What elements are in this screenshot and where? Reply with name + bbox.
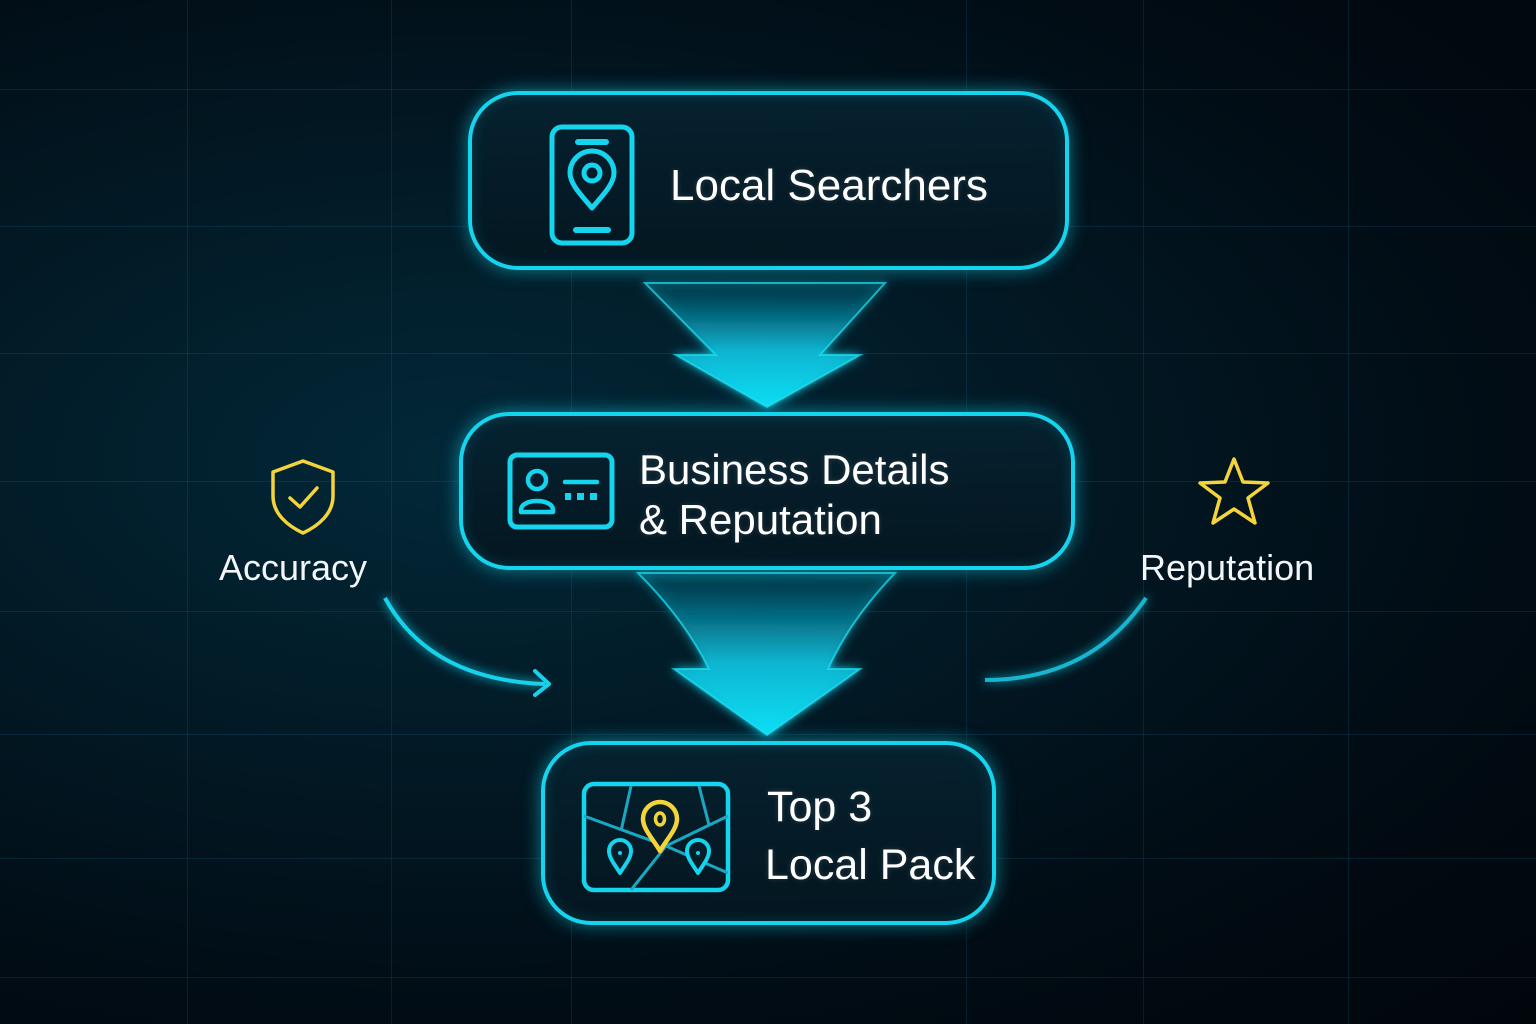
node-business-details: Business Details & Reputation xyxy=(459,412,1075,570)
factor-label: Reputation xyxy=(1140,547,1315,588)
node-label-line2: Local Pack xyxy=(765,841,976,889)
factor-label: Accuracy xyxy=(219,547,368,588)
node-label-line1: Business Details xyxy=(639,446,950,493)
shield-check-icon xyxy=(271,459,335,535)
node-local-searchers: Local Searchers xyxy=(468,91,1069,270)
star-icon xyxy=(1198,457,1270,525)
node-label: Local Searchers xyxy=(670,161,988,210)
node-label-line1: Top 3 xyxy=(767,783,873,831)
map-pins-icon xyxy=(581,781,731,893)
smartphone-location-icon xyxy=(549,124,635,246)
id-card-icon xyxy=(507,452,615,530)
node-top-3-local-pack: Top 3 Local Pack xyxy=(541,741,996,925)
node-label-line2: & Reputation xyxy=(639,496,882,543)
